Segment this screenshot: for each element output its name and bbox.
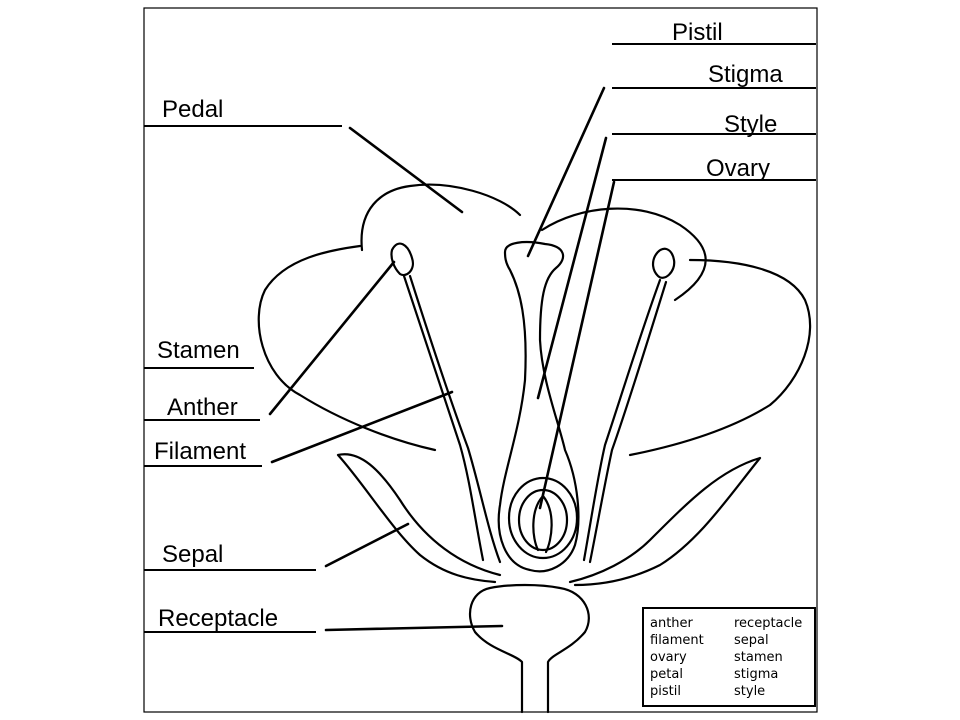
word-bank-item: pistil	[650, 684, 681, 699]
word-bank-item: receptacle	[734, 616, 802, 631]
word-bank-item: petal	[650, 667, 683, 682]
receptacle-outline	[468, 583, 590, 714]
word-bank-item: anther	[650, 616, 694, 631]
word-bank-item: sepal	[734, 633, 769, 648]
style-leader	[536, 136, 608, 400]
label-underlines	[144, 43, 816, 633]
pistil-outline	[497, 241, 580, 573]
filament-leader	[270, 390, 454, 464]
part-labels: Pistil Stigma Pedal Style Ovary Stamen A…	[154, 19, 783, 632]
stigma-leader	[526, 86, 606, 258]
anther-label: Anther	[167, 394, 238, 421]
word-bank-item: ovary	[650, 650, 687, 665]
ovary-leader	[538, 180, 616, 510]
word-bank-item: style	[734, 684, 765, 699]
right-sepal-outline	[568, 456, 762, 587]
word-bank: anther filament ovary petal pistil recep…	[642, 607, 816, 707]
back-petal-outline	[360, 183, 522, 252]
sepal-label: Sepal	[162, 541, 223, 568]
filament-label: Filament	[154, 438, 246, 465]
ovary-label: Ovary	[706, 155, 770, 182]
style-label: Style	[724, 111, 777, 138]
stigma-label: Stigma	[708, 61, 783, 88]
word-bank-item: filament	[650, 633, 704, 648]
left-petal-outline	[257, 244, 437, 452]
receptacle-label: Receptacle	[158, 605, 278, 632]
right-stamen	[582, 247, 676, 564]
ovule	[532, 494, 553, 554]
word-bank-box	[642, 607, 816, 707]
receptacle-leader	[324, 624, 504, 632]
pistil-label: Pistil	[672, 19, 723, 46]
left-sepal-outline	[336, 453, 502, 584]
diagram-frame	[143, 7, 818, 713]
flower-drawing	[257, 183, 812, 714]
pedal-leader	[348, 126, 464, 214]
leader-lines	[268, 86, 616, 632]
left-stamen	[390, 242, 502, 564]
word-bank-item: stigma	[734, 667, 778, 682]
ovary-outer	[507, 476, 579, 560]
pedal-label: Pedal	[162, 96, 223, 123]
stamen-label: Stamen	[157, 337, 240, 364]
sepal-leader	[324, 522, 410, 568]
right-petal-outline	[540, 207, 812, 457]
word-bank-item: stamen	[734, 650, 783, 665]
anther-leader	[268, 260, 396, 416]
